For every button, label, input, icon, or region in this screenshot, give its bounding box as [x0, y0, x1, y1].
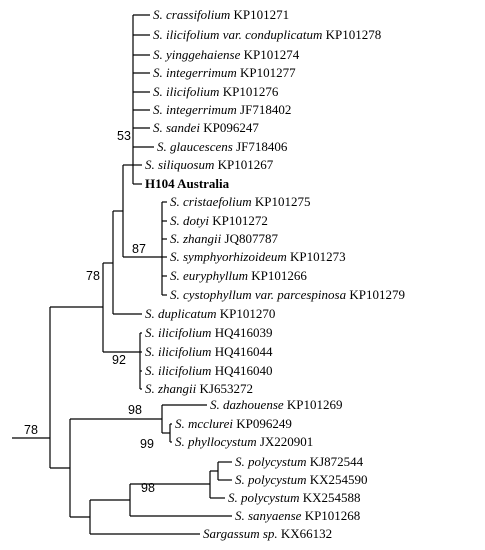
bootstrap-support-value: 92 — [112, 353, 126, 367]
bootstrap-support-value: 78 — [24, 423, 38, 437]
tip-label: S. glaucescens JF718406 — [157, 139, 288, 154]
tip-label: S. crassifolium KP101271 — [153, 7, 289, 22]
species-name: S. euryphyllum — [170, 268, 251, 283]
tip-label: S. symphyorhizoideum KP101273 — [170, 249, 346, 264]
accession-number: KP101266 — [251, 268, 307, 283]
species-name: S. cristaefolium — [170, 194, 255, 209]
accession-number: KP101271 — [234, 7, 290, 22]
species-name: S. sandei — [153, 120, 203, 135]
species-name: S. polycystum — [235, 454, 310, 469]
species-name: S. yinggehaiense — [153, 47, 244, 62]
species-name: S. polycystum — [235, 472, 310, 487]
accession-number: KJ872544 — [310, 454, 364, 469]
tip-label: S. mcclurei KP096249 — [175, 416, 292, 431]
species-name: S. dotyi — [170, 213, 212, 228]
accession-number: KX66132 — [281, 526, 332, 541]
species-name: S. ilicifolium — [145, 344, 215, 359]
accession-number: KP101278 — [326, 27, 382, 42]
tip-label: S. sandei KP096247 — [153, 120, 259, 135]
accession-number: KP101270 — [220, 306, 276, 321]
tip-label: S. siliquosum KP101267 — [145, 157, 274, 172]
accession-number: JF718406 — [236, 139, 288, 154]
bootstrap-support-value: 87 — [132, 242, 146, 256]
species-name: S. phyllocystum — [175, 434, 260, 449]
tip-label: S. zhangii KJ653272 — [145, 381, 253, 396]
tip-label: S. ilicifolium var. conduplicatum KP1012… — [153, 27, 381, 42]
accession-number: KP101279 — [349, 287, 405, 302]
bootstrap-support-value: 53 — [117, 129, 131, 143]
accession-number: HQ416040 — [215, 363, 273, 378]
tip-label: S. cystophyllum var. parcespinosa KP1012… — [170, 287, 405, 302]
tip-label: S. ilicifolium HQ416044 — [145, 344, 273, 359]
species-name: S. glaucescens — [157, 139, 236, 154]
species-name: S. zhangii — [170, 231, 225, 246]
tip-label: S. phyllocystum JX220901 — [175, 434, 313, 449]
accession-number: KP096249 — [236, 416, 292, 431]
tip-label: H104 Australia — [145, 176, 230, 191]
accession-number: KP101269 — [287, 397, 343, 412]
accession-number: JF718402 — [240, 102, 291, 117]
accession-number: H104 Australia — [145, 176, 230, 191]
tip-label: S. dotyi KP101272 — [170, 213, 268, 228]
species-name: S. siliquosum — [145, 157, 218, 172]
bootstrap-support-value: 98 — [141, 481, 155, 495]
accession-number: KP101272 — [212, 213, 268, 228]
accession-number: JX220901 — [260, 434, 313, 449]
species-name: S. integerrimum — [153, 102, 240, 117]
species-name: S. ilicifolium var. conduplicatum — [153, 27, 326, 42]
accession-number: KP101275 — [255, 194, 311, 209]
tip-label: S. ilicifolium KP101276 — [153, 84, 279, 99]
accession-number: KX254590 — [310, 472, 368, 487]
species-name: S. crassifolium — [153, 7, 234, 22]
tip-label: S. yinggehaiense KP101274 — [153, 47, 300, 62]
accession-number: HQ416039 — [215, 325, 273, 340]
accession-number: KP101274 — [244, 47, 300, 62]
tip-label: S. euryphyllum KP101266 — [170, 268, 307, 283]
tip-label: S. ilicifolium HQ416040 — [145, 363, 272, 378]
tip-label: S. cristaefolium KP101275 — [170, 194, 310, 209]
accession-number: KP101277 — [240, 65, 296, 80]
accession-number: JQ807787 — [225, 231, 279, 246]
species-name: Sargassum sp. — [203, 526, 281, 541]
species-name: S. mcclurei — [175, 416, 236, 431]
accession-number: HQ416044 — [215, 344, 273, 359]
species-name: S. ilicifolium — [145, 325, 215, 340]
species-name: S. cystophyllum var. parcespinosa — [170, 287, 349, 302]
species-name: S. sanyaense — [235, 508, 305, 523]
tip-label: S. integerrimum JF718402 — [153, 102, 291, 117]
accession-number: KP101276 — [223, 84, 279, 99]
species-name: S. dazhouense — [210, 397, 287, 412]
bootstrap-support-value: 78 — [86, 269, 100, 283]
tip-labels: S. crassifolium KP101271 S. ilicifolium v… — [145, 7, 405, 541]
bootstrap-support-value: 99 — [140, 437, 154, 451]
accession-number: KP101267 — [218, 157, 274, 172]
species-name: S. polycystum — [228, 490, 303, 505]
species-name: S. symphyorhizoideum — [170, 249, 290, 264]
support-values: 53 87 78 92 98 99 98 78 — [24, 129, 155, 495]
accession-number: KX254588 — [303, 490, 361, 505]
species-name: S. duplicatum — [145, 306, 220, 321]
accession-number: KP096247 — [203, 120, 259, 135]
species-name: S. integerrimum — [153, 65, 240, 80]
species-name: S. ilicifolium — [153, 84, 223, 99]
accession-number: KP101268 — [305, 508, 361, 523]
accession-number: KJ653272 — [200, 381, 253, 396]
species-name: S. zhangii — [145, 381, 200, 396]
tip-label: S. duplicatum KP101270 — [145, 306, 275, 321]
tip-label: S. sanyaense KP101268 — [235, 508, 360, 523]
species-name: S. ilicifolium — [145, 363, 215, 378]
tree-branches — [12, 14, 232, 535]
tip-label: S. zhangii JQ807787 — [170, 231, 278, 246]
bootstrap-support-value: 98 — [128, 403, 142, 417]
tip-label: S. polycystum KJ872544 — [235, 454, 364, 469]
tip-label: S. dazhouense KP101269 — [210, 397, 343, 412]
tip-label: S. ilicifolium HQ416039 — [145, 325, 272, 340]
accession-number: KP101273 — [290, 249, 346, 264]
tip-label: S. integerrimum KP101277 — [153, 65, 296, 80]
tip-label: Sargassum sp. KX66132 — [203, 526, 332, 541]
tip-label: S. polycystum KX254590 — [235, 472, 368, 487]
tip-label: S. polycystum KX254588 — [228, 490, 361, 505]
